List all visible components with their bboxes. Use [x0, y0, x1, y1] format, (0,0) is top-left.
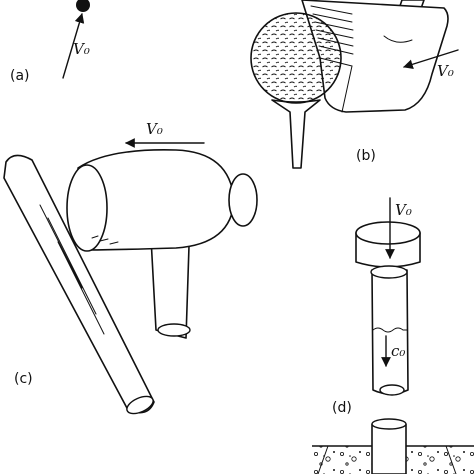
- soil-boundary-left: [317, 445, 329, 474]
- golf-tee: [271, 99, 321, 169]
- mass-top: [355, 221, 421, 245]
- hammer-handle: [150, 237, 190, 339]
- soil-boundary-right: [445, 445, 457, 474]
- panel-c: V₀ (c): [3, 120, 258, 415]
- hammer-pein: [228, 173, 258, 227]
- bar-shading: [39, 204, 105, 335]
- panel-b: V₀ (b): [250, 0, 459, 169]
- pile-panel: [312, 418, 474, 474]
- projectile-ball: [76, 0, 90, 12]
- hammer-face: [66, 164, 108, 252]
- panel-d-label: (d): [332, 400, 352, 416]
- velocity-label-d: V₀: [395, 201, 412, 219]
- pile-top: [371, 418, 407, 430]
- club-head: [301, 0, 449, 113]
- wave-speed-label: c₀: [391, 342, 405, 360]
- rod-bottom: [379, 384, 405, 396]
- panel-c-label: (c): [14, 371, 33, 387]
- club-hosel: [383, 35, 413, 43]
- velocity-label-a: V₀: [73, 40, 90, 58]
- velocity-label-c: V₀: [146, 120, 163, 138]
- pile: [371, 423, 407, 474]
- panel-a-label: (a): [10, 68, 30, 84]
- panel-b-label: (b): [356, 148, 376, 164]
- panel-d: V₀ c₀ (d): [332, 197, 421, 416]
- velocity-arrow-b: [403, 49, 459, 70]
- velocity-label-b: V₀: [437, 62, 454, 80]
- velocity-arrow-a: [62, 13, 85, 79]
- head-shading: [91, 235, 119, 245]
- handle-end: [157, 323, 191, 337]
- golf-ball: [250, 12, 342, 104]
- stress-wavefront: [372, 327, 408, 333]
- panel-a: V₀ (a): [10, 0, 90, 84]
- bar-end: [126, 395, 154, 415]
- rod-top: [370, 265, 408, 279]
